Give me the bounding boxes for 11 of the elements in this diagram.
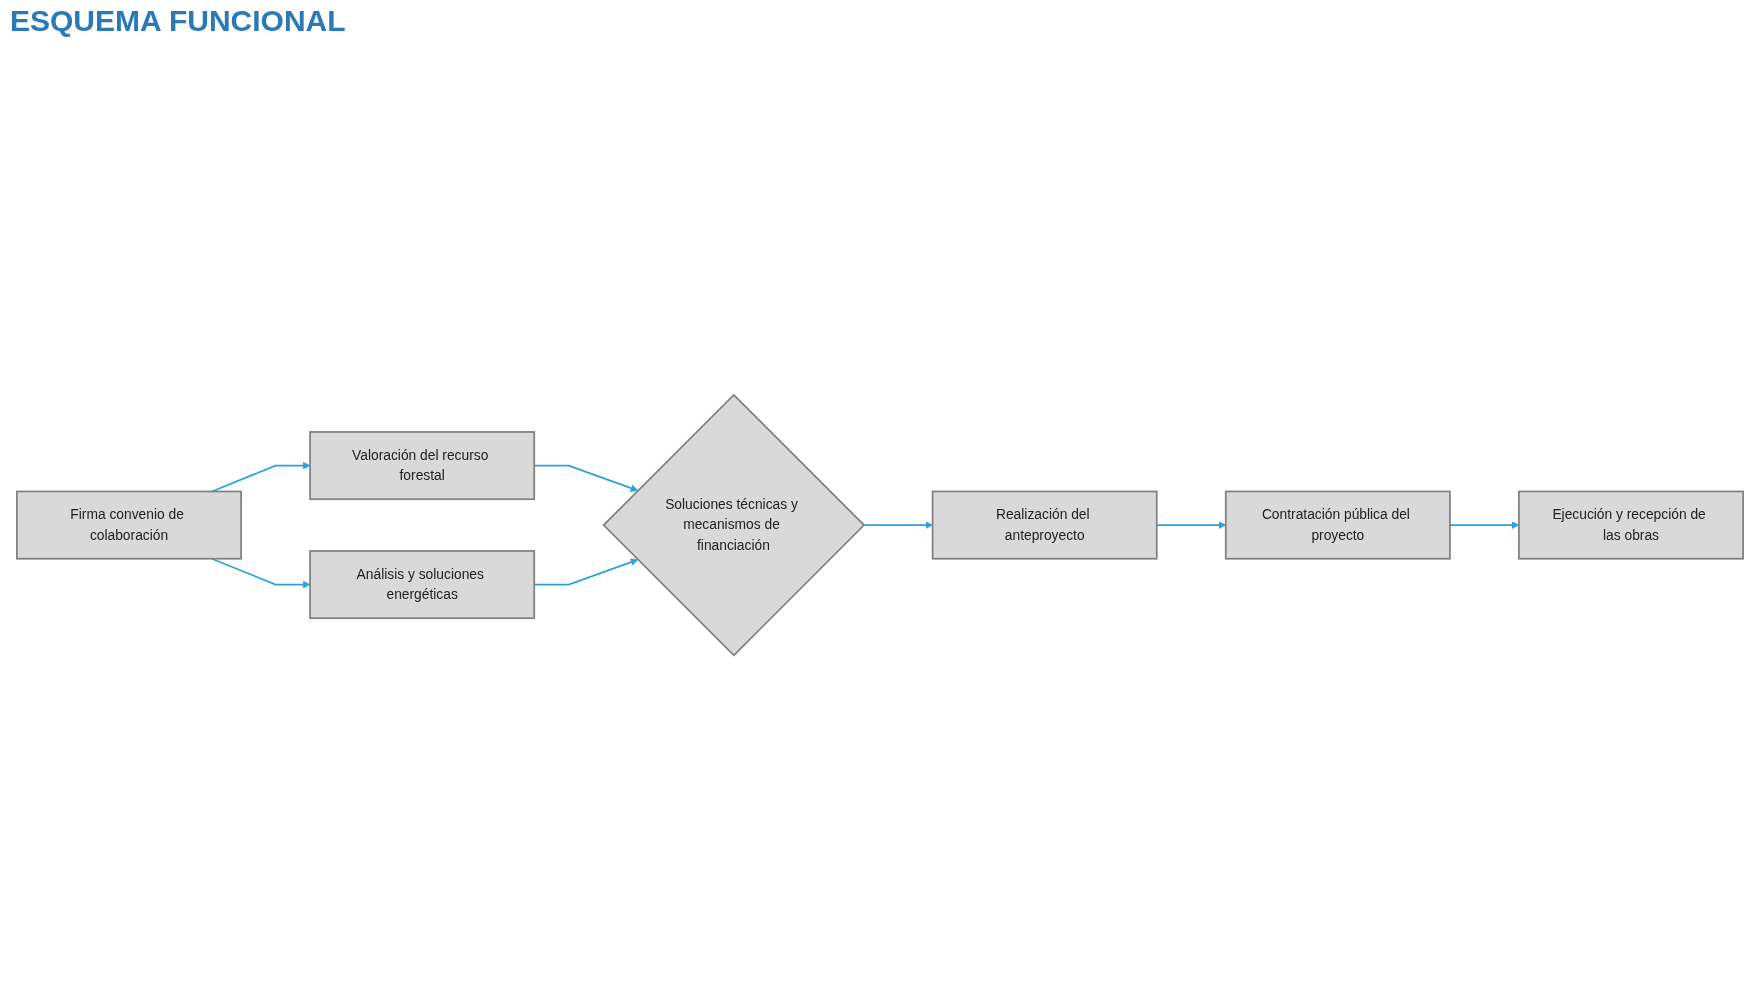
arrow bbox=[211, 461, 311, 493]
node-box: Ejecución y recepción de las obras bbox=[1518, 490, 1744, 560]
node-box: Valoración del recurso forestal bbox=[309, 431, 536, 500]
diagram-title: ESQUEMA FUNCIONAL bbox=[10, 4, 346, 38]
node-box: Contratación pública del proyecto bbox=[1224, 490, 1451, 560]
node-diamond: Soluciones técnicas y mecanismos de financiación bbox=[602, 393, 866, 657]
node-box: Firma convenio de colaboración bbox=[16, 490, 242, 560]
node-box: Realización del anteproyecto bbox=[931, 490, 1158, 560]
arrow bbox=[862, 521, 933, 529]
arrow bbox=[211, 557, 311, 589]
node-box: Análisis y soluciones energéticas bbox=[309, 550, 536, 619]
